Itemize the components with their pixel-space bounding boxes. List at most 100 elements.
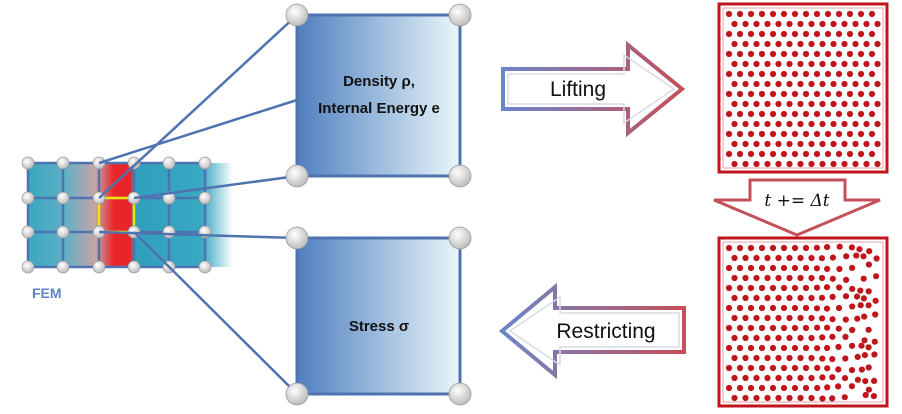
particle	[769, 284, 777, 292]
lower-box-rect	[295, 236, 462, 396]
particle	[868, 150, 876, 158]
particle	[780, 244, 788, 252]
particle	[868, 70, 876, 78]
particle	[742, 120, 749, 128]
lifting-arrow-label: Lifting	[550, 78, 606, 101]
particle	[802, 10, 810, 18]
particle	[769, 130, 777, 138]
particle	[802, 264, 810, 272]
particle	[742, 294, 749, 302]
particle	[852, 100, 859, 108]
particle	[824, 324, 831, 331]
particle	[764, 20, 771, 28]
fem-mesh-fill	[28, 163, 233, 267]
particle	[747, 284, 755, 292]
particle	[857, 30, 865, 38]
particle	[764, 160, 771, 168]
upper-box-line1: Density ρ,	[343, 73, 415, 90]
particle	[835, 110, 843, 118]
particle	[731, 80, 738, 88]
particle	[753, 120, 760, 128]
time-step-label: t += Δt	[764, 191, 829, 211]
particle	[780, 364, 788, 372]
particle	[758, 90, 766, 98]
particle	[775, 334, 782, 342]
particle	[829, 293, 836, 300]
particle	[857, 302, 864, 309]
particle	[802, 364, 810, 372]
particle	[775, 20, 782, 28]
particle	[747, 70, 755, 78]
particle	[829, 374, 836, 381]
lower-continuum-box: Stress σ	[285, 226, 472, 406]
particle	[742, 20, 749, 28]
particle	[731, 160, 738, 168]
particle	[786, 120, 793, 128]
particle	[865, 386, 873, 393]
particle	[852, 140, 859, 148]
particle	[747, 50, 755, 58]
particle	[842, 316, 849, 323]
particle	[747, 150, 755, 158]
particle	[736, 364, 744, 372]
particle	[842, 333, 849, 340]
particle	[835, 70, 843, 78]
particle	[753, 334, 760, 342]
particle	[764, 120, 771, 128]
particle	[865, 344, 872, 351]
particle	[835, 343, 842, 350]
particle	[835, 366, 842, 373]
particle	[725, 130, 733, 138]
particle	[857, 130, 865, 138]
particle	[819, 395, 826, 402]
particle	[791, 150, 799, 158]
particle	[846, 90, 854, 98]
particle	[753, 160, 760, 168]
particle	[802, 384, 810, 392]
particle	[769, 384, 777, 392]
particle	[874, 20, 881, 28]
particle	[764, 254, 771, 262]
particle	[764, 40, 771, 48]
particle	[775, 140, 782, 148]
particle	[742, 80, 749, 88]
particle	[725, 324, 733, 332]
particle	[758, 364, 766, 372]
particle	[865, 364, 872, 371]
particle	[843, 276, 850, 283]
particle	[725, 110, 733, 118]
particle	[819, 120, 826, 128]
particle	[725, 50, 733, 58]
particle	[791, 284, 799, 292]
particle	[841, 375, 849, 382]
particle	[797, 120, 804, 128]
particle	[874, 140, 881, 148]
particle	[841, 394, 848, 401]
particle	[742, 374, 749, 382]
particle	[780, 324, 788, 332]
particle	[753, 254, 760, 262]
particle	[824, 265, 831, 272]
particle	[775, 254, 782, 262]
particle	[848, 367, 856, 374]
particle	[814, 364, 821, 371]
particle	[818, 274, 826, 282]
particle	[786, 274, 793, 282]
particle	[853, 293, 861, 300]
particle	[725, 90, 733, 98]
lower-box-text: Stress σ	[349, 318, 409, 335]
particle	[813, 70, 821, 78]
particle	[786, 314, 793, 322]
particle	[786, 20, 793, 28]
particle	[835, 304, 843, 312]
particle	[725, 364, 733, 372]
particle	[731, 334, 738, 342]
particle	[747, 30, 755, 38]
particle	[731, 140, 738, 148]
particle	[802, 244, 810, 252]
time-step-arrow-shape	[713, 178, 881, 237]
particle	[780, 264, 788, 272]
particle	[813, 10, 821, 18]
particle	[863, 40, 870, 48]
particle	[769, 264, 777, 272]
